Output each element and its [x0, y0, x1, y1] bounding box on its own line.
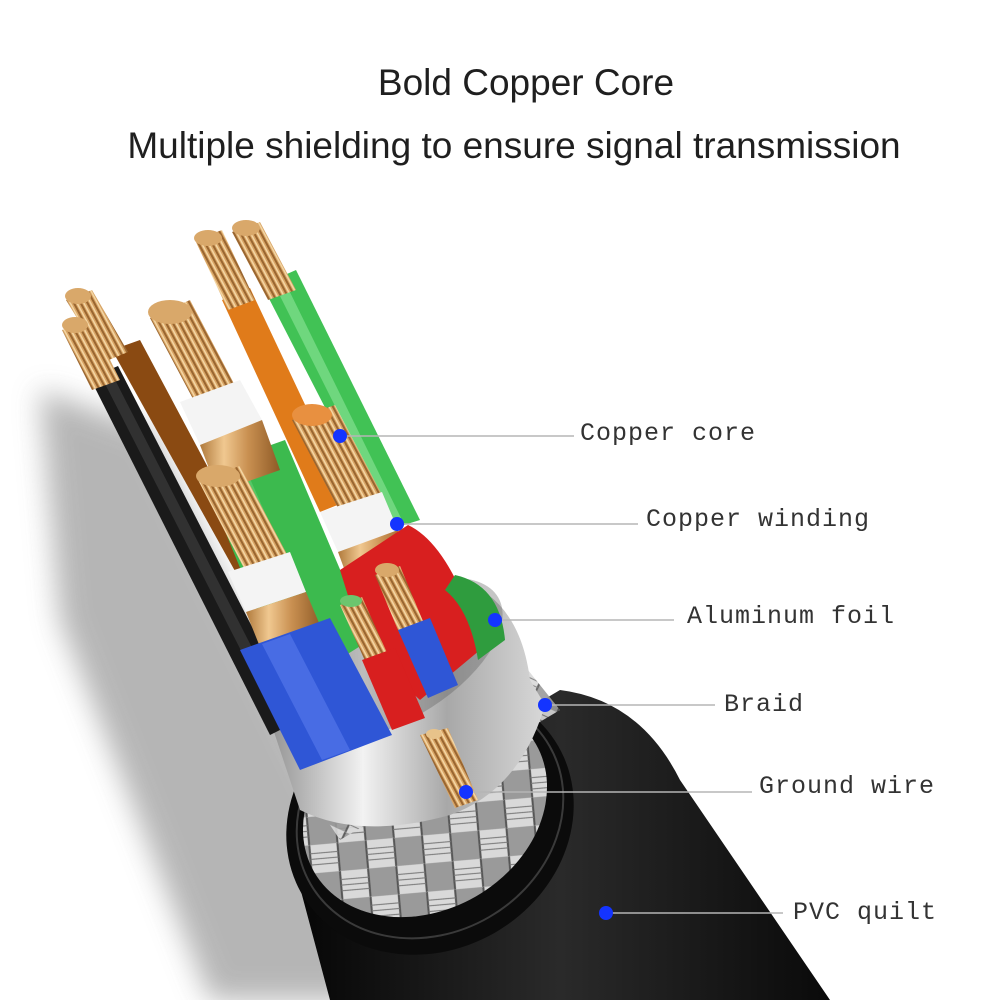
copper-strand [62, 320, 120, 390]
dot-icon [390, 517, 404, 531]
dot-icon [538, 698, 552, 712]
leader-lines [340, 435, 783, 914]
green-wire [262, 270, 420, 530]
shielded-core [196, 465, 392, 770]
label-braid: Braid [724, 690, 805, 719]
dot-icon [599, 906, 613, 920]
label-copper-winding: Copper winding [646, 505, 871, 534]
dot-icon [459, 785, 473, 799]
label-pvc-quilt: PVC quilt [793, 898, 938, 927]
title: Bold Copper Core [377, 62, 675, 103]
dot-icon [488, 613, 502, 627]
cable-shadow [40, 390, 360, 1000]
label-copper-core: Copper core [580, 419, 757, 448]
callout-dots [333, 429, 613, 920]
copper-strand [195, 230, 255, 310]
inner-pair [340, 563, 458, 730]
copper-strand [232, 222, 296, 300]
copper-strand [66, 290, 128, 362]
green-filler [445, 575, 505, 660]
label-ground-wire: Ground wire [759, 772, 936, 801]
black-wire [90, 366, 300, 735]
dot-icon [333, 429, 347, 443]
label-aluminum-foil: Aluminum foil [687, 602, 896, 631]
shielded-core [148, 300, 280, 492]
subtitle: Multiple shielding to ensure signal tran… [127, 125, 901, 166]
